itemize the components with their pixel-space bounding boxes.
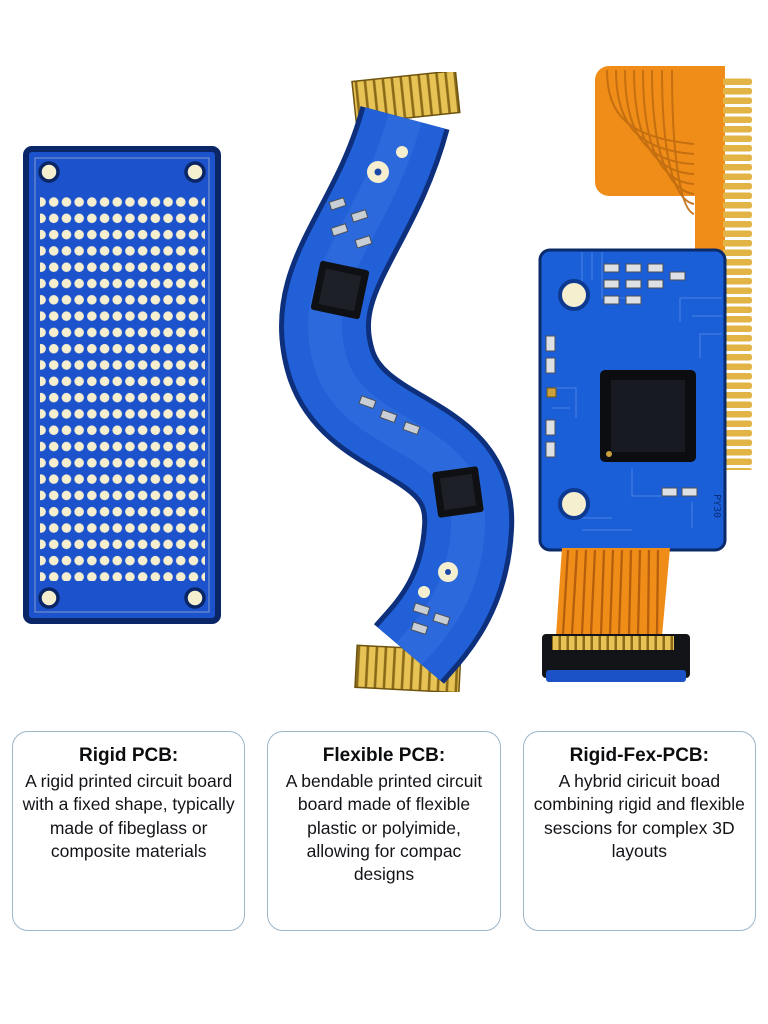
flex-chip-1 [310, 260, 370, 320]
rigid-flex-pcb-illustration: PY30 [538, 66, 752, 682]
flex-chip-2 [432, 466, 484, 518]
flex-ribbon [278, 105, 515, 685]
rigid-pcb-illustration [23, 146, 221, 624]
card-rigid-flex-pcb-body: A hybrid ciricuit boad combining rigid a… [533, 771, 745, 861]
card-rigid-pcb-body: A rigid printed circuit board with a fix… [22, 771, 235, 861]
board-label: PY30 [711, 494, 722, 518]
card-rigid-flex-pcb-title: Rigid-Fex-PCB: [569, 745, 709, 766]
top-gold-connector [351, 72, 461, 125]
card-flexible-pcb-title: Flexible PCB: [322, 745, 446, 766]
bottom-connector [542, 634, 690, 682]
flex-bottom-section [556, 548, 670, 636]
mounting-holes [38, 161, 206, 609]
main-chip [600, 370, 696, 462]
hole-grid [40, 191, 205, 581]
gold-teeth-connector [723, 78, 752, 470]
flexible-pcb-illustration [278, 72, 515, 692]
rigid-board-section: PY30 [538, 248, 727, 552]
card-flexible-pcb-body: A bendable printed circuit board made of… [285, 771, 483, 885]
caption-cards-row: Rigid PCB: A rigid printed circuit board… [0, 731, 768, 931]
card-flexible-pcb: Flexible PCB: A bendable printed circuit… [267, 731, 501, 931]
card-rigid-flex-pcb: Rigid-Fex-PCB: A hybrid ciricuit boad co… [522, 731, 756, 931]
mounting-pad-top [558, 279, 590, 311]
card-rigid-pcb: Rigid PCB: A rigid printed circuit board… [12, 731, 246, 931]
flex-components [310, 146, 484, 635]
card-rigid-pcb-title: Rigid PCB: [79, 745, 179, 766]
mounting-pad-bottom [558, 488, 590, 520]
